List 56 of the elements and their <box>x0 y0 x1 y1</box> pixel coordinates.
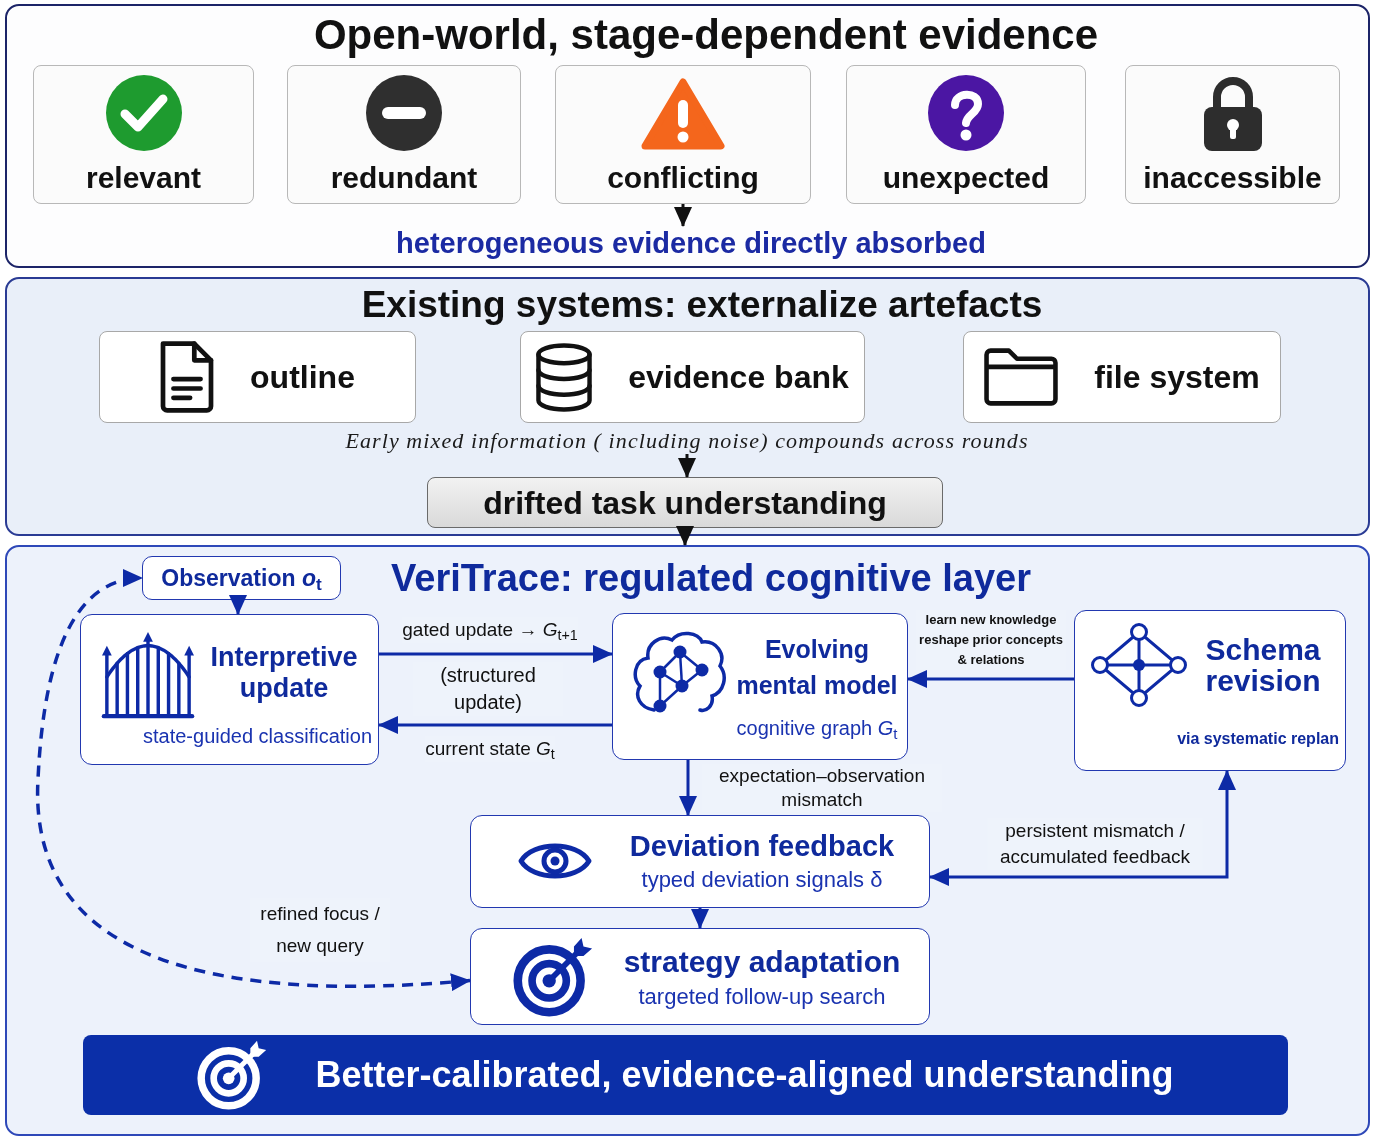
dashed-arrow <box>36 570 471 991</box>
result-banner <box>83 1035 1288 1115</box>
arrow <box>229 595 247 615</box>
module-card <box>470 815 930 908</box>
arrow <box>679 760 697 816</box>
card-label: file system <box>1094 358 1260 396</box>
artefact-card <box>99 331 416 423</box>
module-card <box>80 614 379 765</box>
module-subtitle: targeted follow-up search <box>638 983 886 1011</box>
card-label: outline <box>250 358 355 396</box>
panel-title: Open-world, stage-dependent evidence <box>313 11 1099 59</box>
category-card <box>287 65 521 204</box>
status-box <box>427 477 943 528</box>
category-card <box>1125 65 1340 204</box>
module-subtitle: cognitive graph G$_{t}$ <box>736 716 898 741</box>
module-title: Deviation feedback <box>629 829 895 863</box>
panel-title: Existing systems: externalize artefacts <box>361 283 1043 327</box>
category-card <box>33 65 254 204</box>
section-panel <box>5 277 1370 536</box>
label-box <box>142 556 341 600</box>
arrow <box>678 454 696 478</box>
module-subtitle: state-guided classification <box>143 724 372 749</box>
arrow <box>674 204 692 227</box>
arrow <box>378 716 612 734</box>
module-title: Schema revision <box>1204 634 1322 696</box>
box-label: drifted task understanding <box>483 483 887 522</box>
banner-text: Better-calibrated, evidence-aligned understanding <box>315 1054 1174 1096</box>
note-text: Early mixed information ( including noise) compounds across rounds <box>345 428 1029 454</box>
artefact-card <box>963 331 1281 423</box>
category-card <box>846 65 1086 204</box>
arrow <box>379 645 613 663</box>
module-subtitle: typed deviation signals δ <box>641 866 883 894</box>
module-title: strategy adaptation <box>623 944 901 980</box>
card-label: relevant <box>85 160 202 196</box>
module-title: Evolving mental model <box>735 634 899 701</box>
category-card <box>555 65 811 204</box>
card-label: inaccessible <box>1143 160 1322 196</box>
section-panel <box>5 545 1370 1136</box>
card-label: evidence bank <box>628 358 849 396</box>
arrow <box>676 526 694 546</box>
card-label: redundant <box>330 160 478 196</box>
artefact-card <box>520 331 865 423</box>
card-label: conflicting <box>607 160 759 196</box>
module-card <box>470 928 930 1025</box>
card-label: unexpected <box>882 160 1050 196</box>
arrow <box>907 670 1074 688</box>
box-label: Observation o$_{t}$ <box>161 564 322 592</box>
section-panel <box>5 4 1370 268</box>
module-card <box>612 613 908 760</box>
arrow <box>691 908 709 929</box>
caption-text: heterogeneous evidence directly absorbed <box>396 226 986 260</box>
panel-title: VeriTrace: regulated cognitive layer <box>391 556 1031 601</box>
module-card <box>1074 610 1346 771</box>
module-subtitle: via systematic replan <box>1177 729 1339 749</box>
module-title: Interpretive update <box>209 642 359 704</box>
double-arrow <box>929 770 1236 886</box>
